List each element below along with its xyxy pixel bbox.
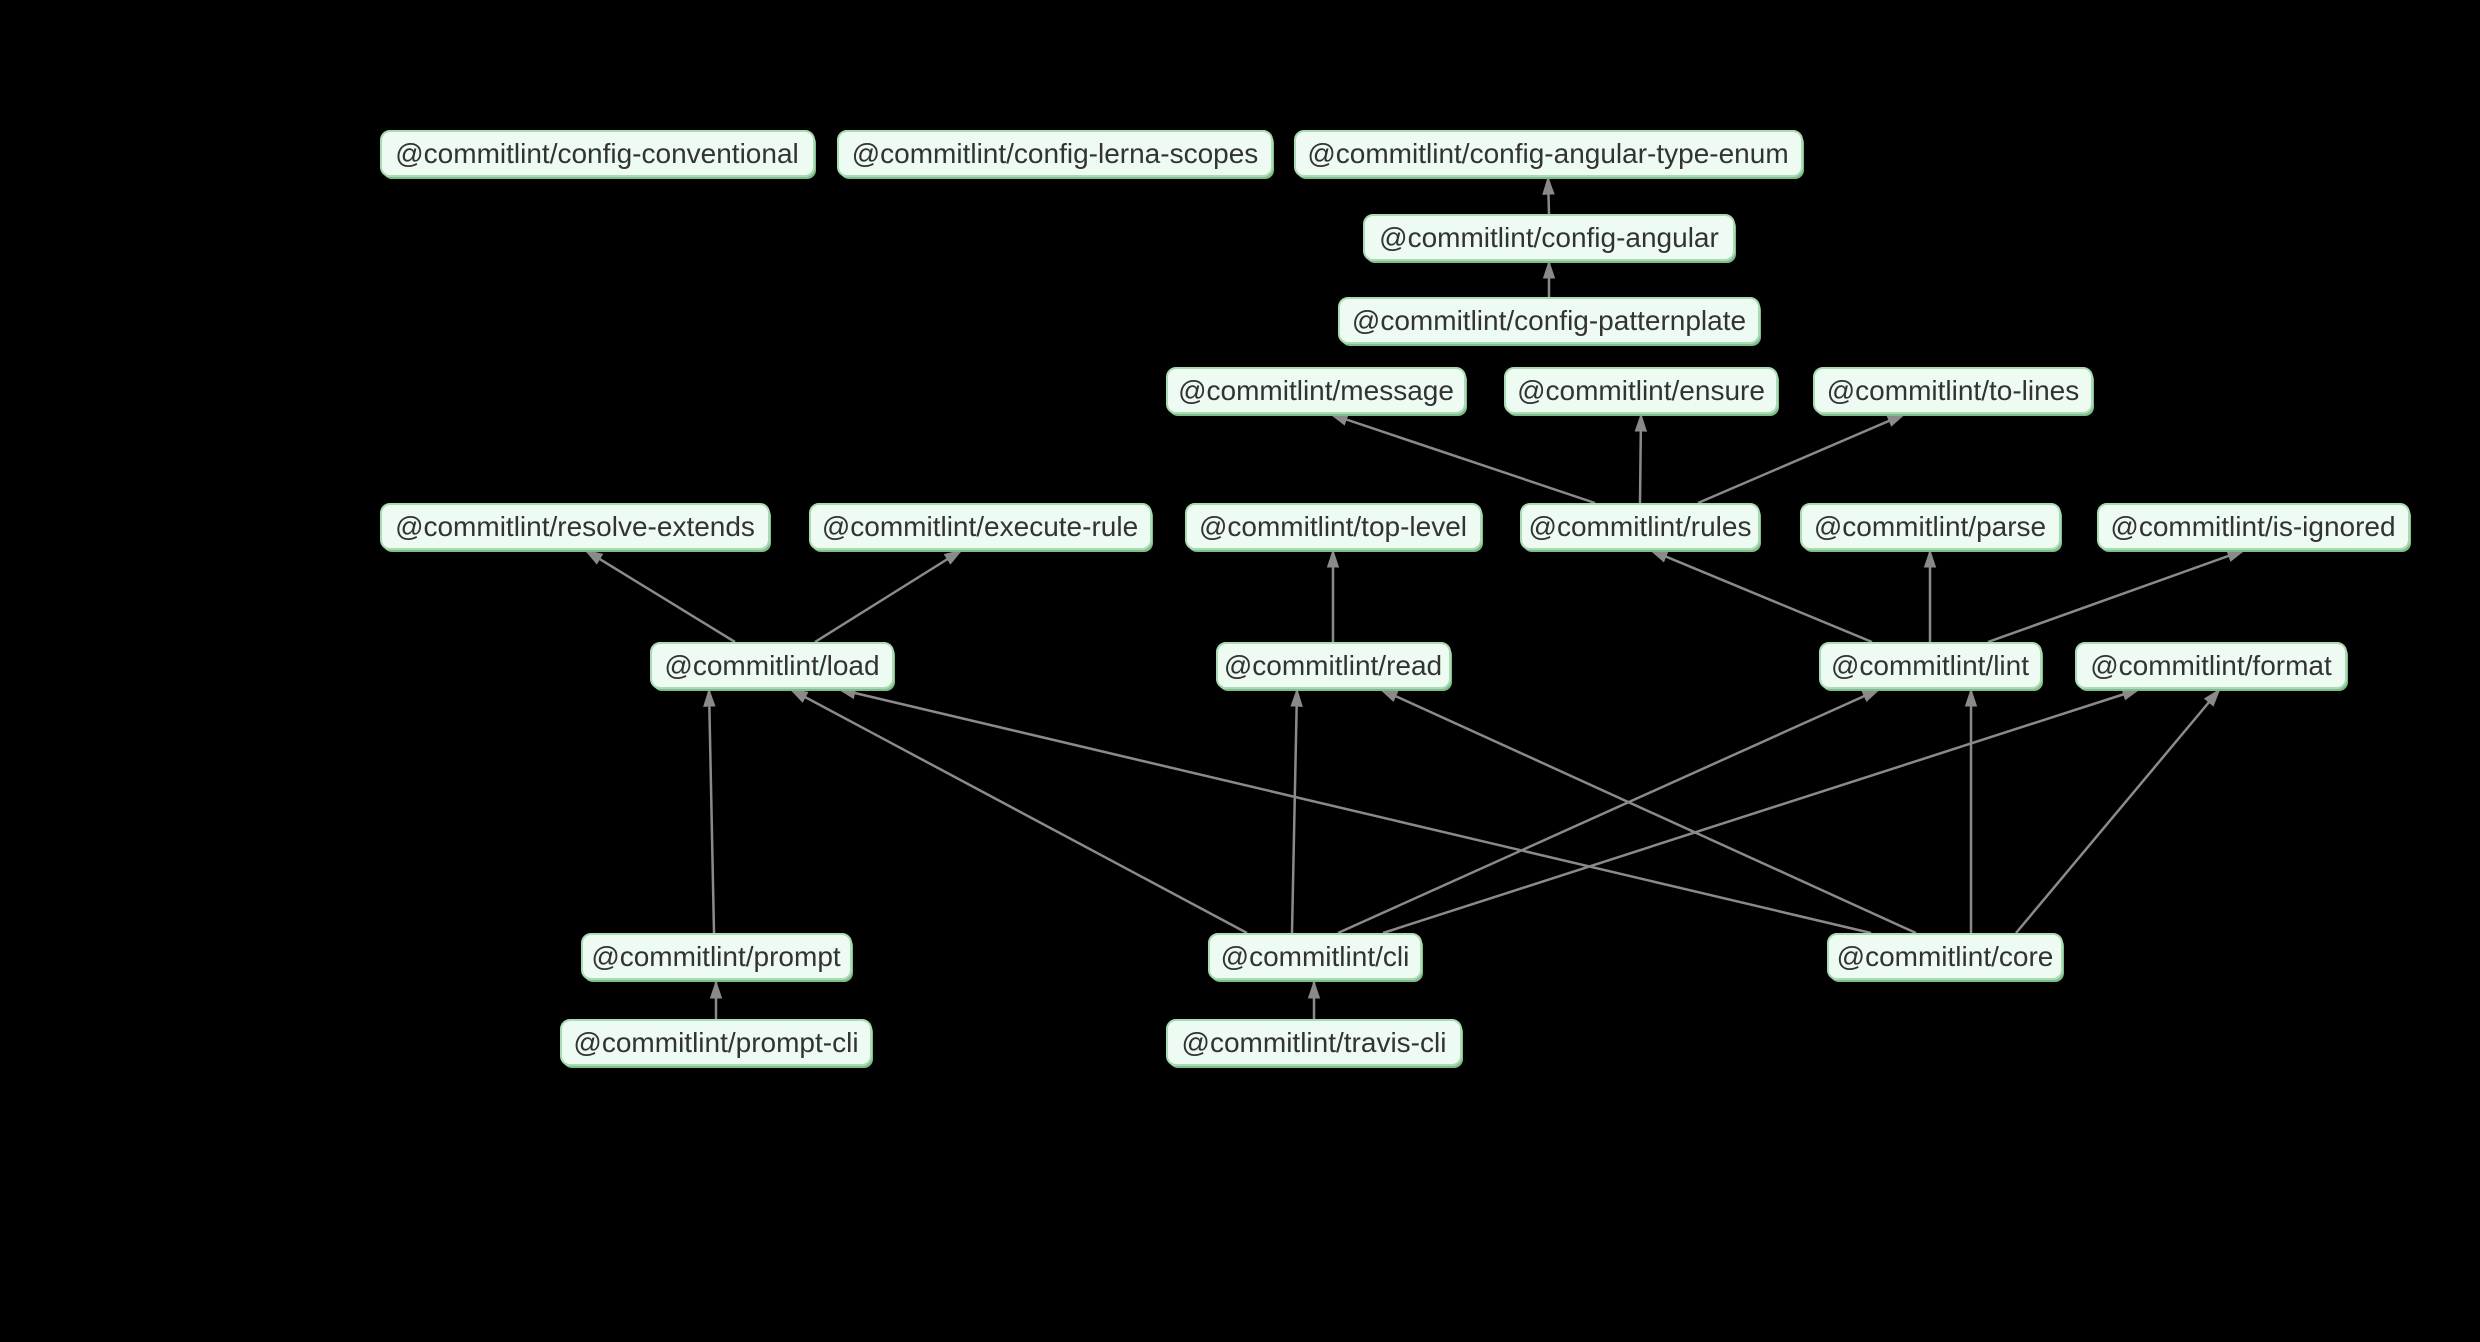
node-resolve-extends: @commitlint/resolve-extends xyxy=(380,503,770,550)
node-is-ignored: @commitlint/is-ignored xyxy=(2096,503,2410,550)
edge-core-to-read xyxy=(1379,687,1917,935)
node-top-level: @commitlint/top-level xyxy=(1184,503,1482,550)
node-format: @commitlint/format xyxy=(2075,642,2347,689)
edge-load-to-resolve-extends xyxy=(584,548,736,644)
edge-prompt-to-load xyxy=(703,687,716,934)
edge-lint-to-is-ignored xyxy=(1987,548,2246,644)
node-config-conventional: @commitlint/config-conventional xyxy=(379,130,815,177)
node-config-angular-type-enum: @commitlint/config-angular-type-enum xyxy=(1293,130,1803,177)
edge-lint-to-rules xyxy=(1649,548,1873,644)
node-execute-rule: @commitlint/execute-rule xyxy=(808,503,1152,550)
node-config-angular: @commitlint/config-angular xyxy=(1363,214,1735,261)
edge-load-to-execute-rule xyxy=(814,548,963,644)
edge-rules-to-to-lines xyxy=(1697,412,1906,505)
edge-rules-to-message xyxy=(1329,412,1596,505)
edge-cli-to-lint xyxy=(1337,687,1881,935)
node-prompt-cli: @commitlint/prompt-cli xyxy=(560,1019,872,1066)
node-ensure: @commitlint/ensure xyxy=(1504,367,1778,414)
edge-core-to-load xyxy=(836,686,1872,935)
node-lint: @commitlint/lint xyxy=(1818,642,2042,689)
edge-cli-to-format xyxy=(1382,687,2141,935)
node-core: @commitlint/core xyxy=(1827,933,2063,980)
edge-cli-to-read xyxy=(1290,687,1303,934)
edge-rules-to-ensure xyxy=(1634,412,1648,504)
node-prompt: @commitlint/prompt xyxy=(580,933,852,980)
edge-core-to-format xyxy=(2015,688,2221,934)
node-read: @commitlint/read xyxy=(1215,642,1451,689)
node-config-patternplate: @commitlint/config-patternplate xyxy=(1338,297,1760,344)
edge-cli-to-load xyxy=(789,687,1248,935)
node-to-lines: @commitlint/to-lines xyxy=(1813,367,2093,414)
edge-config-angular-to-config-angular-type-enum xyxy=(1542,175,1555,215)
node-parse: @commitlint/parse xyxy=(1799,503,2061,550)
node-rules: @commitlint/rules xyxy=(1520,503,1760,550)
node-load: @commitlint/load xyxy=(650,642,894,689)
node-cli: @commitlint/cli xyxy=(1208,933,1422,980)
node-travis-cli: @commitlint/travis-cli xyxy=(1166,1019,1462,1066)
node-config-lerna-scopes: @commitlint/config-lerna-scopes xyxy=(837,130,1273,177)
node-message: @commitlint/message xyxy=(1166,367,1466,414)
